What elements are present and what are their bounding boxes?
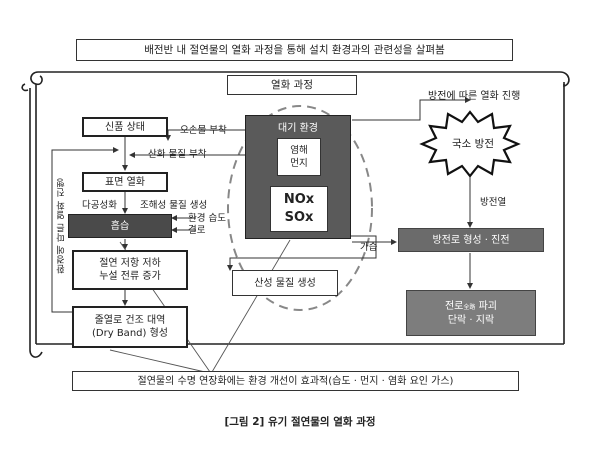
discharge-progress-label: 방전에 따른 열화 진행 (428, 91, 521, 102)
insulation-drop-box: 절연 저항 저하 누설 전류 증가 (72, 250, 188, 290)
new-state-label: 신품 상태 (105, 121, 145, 133)
dust-box: 염해 먼지 (277, 138, 321, 176)
conclusion-box: 절연물의 수명 연장화에는 환경 개선이 효과적(습도 · 먼지 · 염화 요인… (72, 371, 519, 391)
discharge-heat-label: 방전열 (480, 197, 507, 208)
acid-generation-label: 산성 물질 생성 (254, 277, 316, 289)
attach-acid-label: 산화 물질 부착 (148, 149, 207, 160)
dust-line2: 먼지 (290, 158, 308, 169)
header-title: 배전반 내 절연물의 열화 과정을 통해 설치 환경과의 관련성을 살펴봄 (144, 43, 445, 56)
breakdown-line1: 전로全路 파괴 (445, 300, 497, 314)
breakdown-line2: 단락 · 지락 (447, 314, 495, 326)
insulation-drop-line1: 절연 저항 저하 (99, 258, 161, 269)
breakdown-line1-a: 전로 (444, 300, 464, 312)
breakdown-box: 전로全路 파괴 단락 · 지락 (406, 290, 536, 336)
porous-label: 다공성화 (82, 200, 117, 211)
atmosphere-dashed-circle (227, 105, 373, 311)
track-formation-label: 방전로 형성 · 진전 (432, 234, 510, 246)
gas-line2: SOx (284, 210, 314, 225)
local-discharge-label: 국소 방전 (452, 138, 494, 150)
gas-box: NOx SOx (270, 186, 328, 232)
dust-line1: 염해 (290, 145, 308, 156)
gas-line1: NOx (283, 192, 315, 207)
acid-generation-box: 산성 물질 생성 (232, 270, 338, 296)
attach-contaminant-label: 오손물 부착 (180, 125, 227, 136)
vertical-env-label: 환경에 따른 열화 진행 (57, 178, 67, 274)
insulation-drop-line2: 누설 전류 증가 (99, 271, 161, 282)
surface-degradation-label: 표면 열화 (105, 176, 145, 188)
breakdown-line1-b: 파괴 (475, 300, 497, 312)
atmosphere-box: 대기 환경 염해 먼지 NOx SOx (245, 115, 351, 239)
humidification-label: 가습 (360, 242, 378, 253)
env-humidity-label: 환경 습도 (188, 213, 226, 224)
conclusion-text: 절연물의 수명 연장화에는 환경 개선이 효과적(습도 · 먼지 · 염화 요인… (137, 375, 454, 387)
figure-caption: [그림 2] 유기 절연물의 열화 과정 (224, 416, 376, 428)
dry-band-line2: (Dry Band) 형성 (92, 328, 168, 339)
deliquescent-label: 조해성 물질 생성 (140, 200, 208, 211)
atmosphere-title: 대기 환경 (278, 123, 318, 134)
dry-band-line1: 줄열로 건조 대역 (94, 315, 166, 326)
scroll-title-box: 열화 과정 (227, 75, 357, 95)
local-discharge-burst (419, 110, 521, 178)
header-title-box: 배전반 내 절연물의 열화 과정을 통해 설치 환경과의 관련성을 살펴봄 (76, 39, 513, 61)
surface-degradation-box: 표면 열화 (82, 172, 168, 192)
moisture-box: 흡습 (68, 214, 172, 238)
scroll-title: 열화 과정 (271, 78, 313, 91)
moisture-label: 흡습 (110, 220, 130, 232)
new-state-box: 신품 상태 (82, 117, 168, 137)
dry-band-box: 줄열로 건조 대역 (Dry Band) 형성 (72, 306, 188, 348)
track-formation-box: 방전로 형성 · 진전 (398, 228, 544, 252)
breakdown-line1-small: 全路 (463, 303, 476, 311)
condensation-label: 결로 (188, 225, 206, 236)
